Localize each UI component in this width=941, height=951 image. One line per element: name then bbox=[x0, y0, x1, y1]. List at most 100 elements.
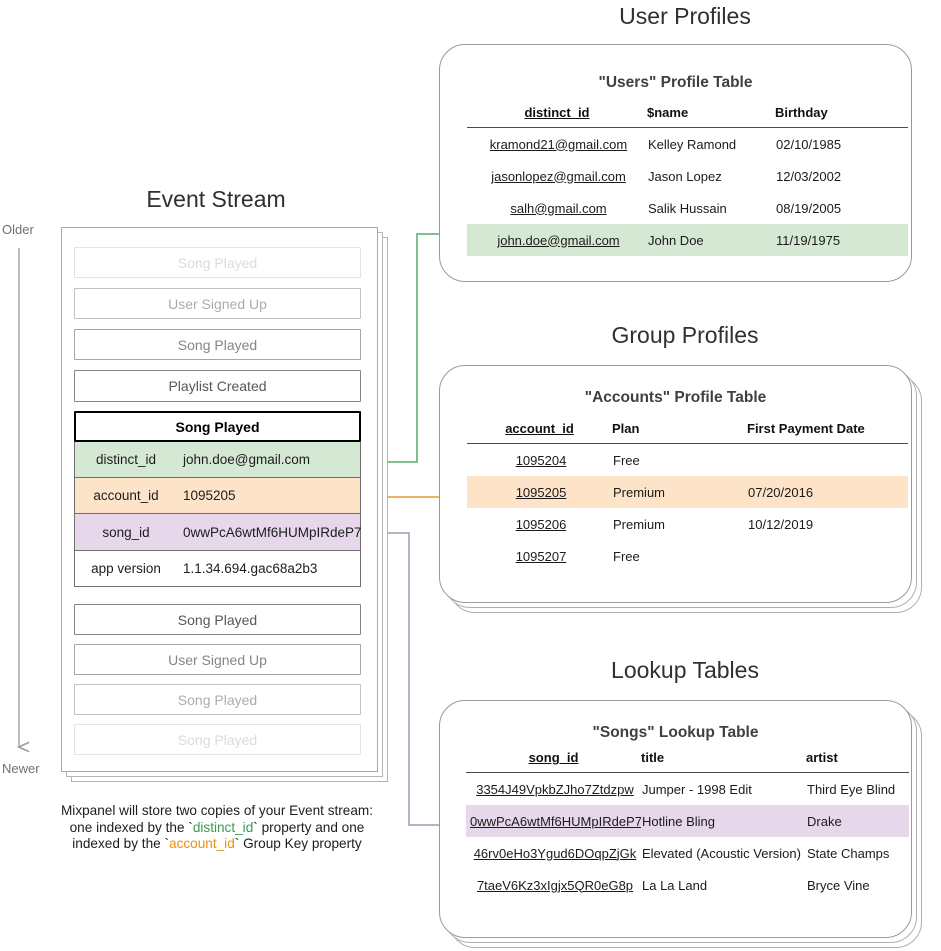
event-box[interactable]: Playlist Created bbox=[74, 370, 361, 402]
caption-line3-suffix: ` Group Key property bbox=[234, 836, 362, 851]
caption-line-2: one indexed by the `distinct_id` propert… bbox=[32, 820, 402, 837]
timeline-newer-label: Newer bbox=[2, 761, 40, 776]
table-row[interactable]: 7taeV6Kz3xIgjx5QR0eG8p La La Land Bryce … bbox=[466, 869, 909, 901]
user-profiles-title: User Profiles bbox=[619, 3, 751, 29]
event-box[interactable]: Song Played bbox=[74, 724, 361, 755]
timeline-older-label: Older bbox=[2, 222, 34, 237]
group-profiles-title: Group Profiles bbox=[611, 322, 759, 348]
event-property-row-account-id[interactable]: account_id 1095205 bbox=[74, 478, 361, 514]
table-row-highlighted[interactable]: john.doe@gmail.com John Doe 11/19/1975 bbox=[467, 224, 908, 256]
songs-lookup-table: song_id title artist 3354J49VpkbZJho7Ztd… bbox=[466, 750, 909, 901]
table-header-row: account_id Plan First Payment Date bbox=[467, 421, 908, 444]
cell-artist: State Champs bbox=[807, 845, 890, 861]
property-key: song_id bbox=[102, 524, 150, 540]
cell-distinct-id: salh@gmail.com bbox=[510, 200, 607, 216]
users-table-title: "Users" Profile Table bbox=[598, 74, 753, 91]
table-row[interactable]: 1095207 Free bbox=[467, 540, 908, 572]
event-label: Song Played bbox=[177, 336, 258, 353]
column-header-birthday: Birthday bbox=[775, 105, 828, 120]
column-header-first-payment-date: First Payment Date bbox=[747, 421, 865, 436]
table-header-row: distinct_id $name Birthday bbox=[467, 105, 908, 128]
cell-song-id: 3354J49VpkbZJho7Ztdzpw bbox=[476, 781, 634, 797]
table-row[interactable]: jasonlopez@gmail.com Jason Lopez 12/03/2… bbox=[467, 160, 908, 192]
cell-name: Salik Hussain bbox=[648, 200, 727, 216]
table-row-highlighted[interactable]: 0wwPcA6wtMf6HUMpIRdeP7 Hotline Bling Dra… bbox=[466, 805, 909, 837]
cell-account-id: 1095204 bbox=[515, 452, 567, 468]
caption-line2-prefix: one indexed by the ` bbox=[69, 819, 193, 835]
cell-name: Kelley Ramond bbox=[648, 136, 737, 152]
column-header-distinct-id: distinct_id bbox=[524, 105, 590, 120]
songs-table-title: "Songs" Lookup Table bbox=[592, 724, 759, 741]
event-box[interactable]: User Signed Up bbox=[74, 644, 361, 675]
event-label: Song Played bbox=[175, 418, 260, 435]
event-box[interactable]: User Signed Up bbox=[74, 288, 361, 319]
cell-title: Elevated (Acoustic Version) bbox=[642, 845, 801, 861]
cell-birthday: 08/19/2005 bbox=[776, 200, 842, 216]
table-row[interactable]: 1095204 Free bbox=[467, 444, 908, 477]
cell-birthday: 02/10/1985 bbox=[776, 136, 842, 152]
cell-first-payment-date bbox=[747, 444, 908, 477]
cell-account-id: 1095206 bbox=[515, 516, 567, 532]
cell-birthday: 12/03/2002 bbox=[776, 168, 842, 184]
column-header-plan: Plan bbox=[612, 421, 640, 436]
cell-first-payment-date: 10/12/2019 bbox=[748, 516, 814, 532]
cell-name: John Doe bbox=[647, 224, 775, 256]
table-row[interactable]: kramond21@gmail.com Kelley Ramond 02/10/… bbox=[467, 128, 908, 161]
table-row-highlighted[interactable]: 1095205 Premium 07/20/2016 bbox=[467, 476, 908, 508]
event-stream-title: Event Stream bbox=[146, 186, 286, 212]
event-label: User Signed Up bbox=[168, 651, 267, 668]
cell-song-id: 46rv0eHo3Ygud6DOqpZjGk bbox=[473, 845, 637, 861]
users-profile-table: distinct_id $name Birthday kramond21@gma… bbox=[467, 105, 908, 256]
lookup-tables-title: Lookup Tables bbox=[611, 657, 759, 683]
column-header-title: title bbox=[641, 750, 665, 765]
event-box[interactable]: Song Played bbox=[74, 684, 361, 715]
cell-distinct-id: jasonlopez@gmail.com bbox=[491, 168, 626, 184]
cell-artist: Third Eye Blind bbox=[807, 781, 896, 797]
cell-song-id: 7taeV6Kz3xIgjx5QR0eG8p bbox=[476, 877, 634, 893]
table-row[interactable]: salh@gmail.com Salik Hussain 08/19/2005 bbox=[467, 192, 908, 224]
caption-line2-suffix: ` property and one bbox=[253, 819, 365, 835]
cell-distinct-id: john.doe@gmail.com bbox=[467, 224, 647, 256]
event-box[interactable]: Song Played bbox=[74, 247, 361, 278]
event-property-row-distinct-id[interactable]: distinct_id john.doe@gmail.com bbox=[74, 442, 361, 478]
caption-line3-prefix: indexed by the ` bbox=[72, 836, 170, 851]
table-row[interactable]: 3354J49VpkbZJho7Ztdzpw Jumper - 1998 Edi… bbox=[466, 773, 909, 806]
column-header-name: $name bbox=[647, 105, 689, 120]
property-value: 0wwPcA6wtMf6HUMpIRdeP7 bbox=[183, 524, 362, 540]
cell-plan: Premium bbox=[613, 516, 666, 532]
cell-artist: Bryce Vine bbox=[807, 877, 870, 893]
event-label: Song Played bbox=[177, 691, 258, 708]
table-row[interactable]: 46rv0eHo3Ygud6DOqpZjGk Elevated (Acousti… bbox=[466, 837, 909, 869]
cell-plan: Free bbox=[613, 452, 640, 468]
event-box[interactable]: Song Played bbox=[74, 604, 361, 635]
cell-name: Jason Lopez bbox=[648, 168, 722, 184]
cell-plan: Premium bbox=[612, 476, 747, 508]
table-header-row: song_id title artist bbox=[466, 750, 909, 773]
cell-artist: Drake bbox=[806, 805, 909, 837]
focused-event-header[interactable]: Song Played bbox=[74, 411, 361, 442]
cell-song-id: 0wwPcA6wtMf6HUMpIRdeP7 bbox=[466, 805, 641, 837]
caption-token-account-id: account_id bbox=[169, 836, 235, 851]
cell-distinct-id: kramond21@gmail.com bbox=[489, 136, 628, 152]
cell-account-id: 1095205 bbox=[467, 476, 612, 508]
property-key: app version bbox=[91, 561, 161, 576]
column-header-account-id: account_id bbox=[505, 421, 574, 436]
event-label: Song Played bbox=[177, 731, 258, 748]
event-label: Song Played bbox=[177, 254, 258, 271]
property-key: distinct_id bbox=[95, 452, 157, 467]
event-box[interactable]: Song Played bbox=[74, 329, 361, 360]
event-property-row-app-version[interactable]: app version 1.1.34.694.gac68a2b3 bbox=[74, 551, 361, 587]
event-label: User Signed Up bbox=[168, 295, 267, 312]
caption-token-distinct-id: distinct_id bbox=[192, 819, 254, 835]
cell-account-id: 1095207 bbox=[515, 548, 567, 564]
table-row[interactable]: 1095206 Premium 10/12/2019 bbox=[467, 508, 908, 540]
column-header-artist: artist bbox=[806, 750, 838, 765]
cell-plan: Free bbox=[613, 548, 640, 564]
event-property-row-song-id[interactable]: song_id 0wwPcA6wtMf6HUMpIRdeP7 bbox=[74, 514, 362, 551]
property-value: 1.1.34.694.gac68a2b3 bbox=[183, 561, 318, 576]
event-stream-caption: Mixpanel will store two copies of your E… bbox=[32, 803, 402, 853]
cell-first-payment-date: 07/20/2016 bbox=[747, 476, 908, 508]
property-key: account_id bbox=[93, 488, 159, 503]
cell-first-payment-date bbox=[747, 540, 908, 572]
